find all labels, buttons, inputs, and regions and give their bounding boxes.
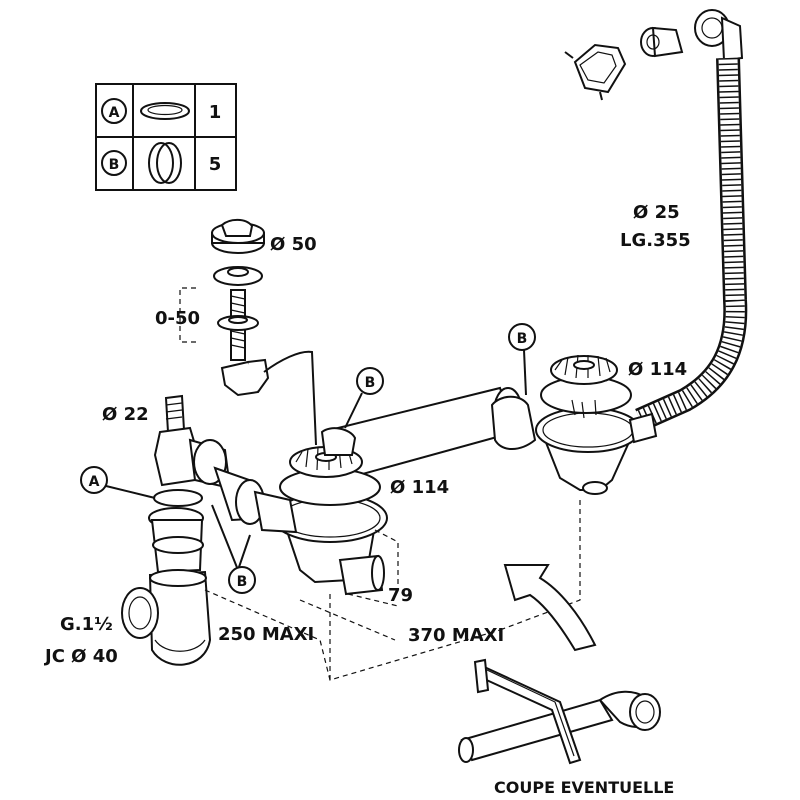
callout-a-trap[interactable]: A	[80, 466, 156, 499]
flat-washer-icon	[140, 102, 190, 120]
legend-letter-circle-a	[101, 98, 127, 124]
hacksaw-icon	[473, 658, 582, 765]
left-strainer-basket	[272, 427, 388, 596]
legend-qty-a: 1	[209, 102, 222, 123]
right-strainer-diameter: Ø 114	[628, 359, 687, 380]
text-labels: Ø 50 0-50 Ø 22 Ø 114 Ø 114 Ø 25 LG.355 7…	[43, 202, 691, 797]
max-250-label: 250 MAXI	[218, 624, 314, 645]
waste-elbow-connector	[220, 358, 270, 397]
legend-letter-b: B	[109, 157, 120, 173]
callouts: B B B A	[80, 323, 536, 594]
overflow-cap-diameter: Ø 50	[270, 234, 317, 255]
legend-table: A 1 B 5	[95, 83, 237, 191]
overflow-nut	[640, 26, 684, 58]
side-inlet-and-trap	[121, 394, 298, 666]
trap-thread-label: G.1½	[60, 614, 113, 635]
height-79-label: 79	[388, 585, 413, 606]
height-dimension-bracket	[374, 529, 399, 590]
hose-diameter: Ø 25	[633, 202, 680, 223]
side-inlet-spigot	[164, 394, 186, 434]
callout-b-trap-label: B	[237, 574, 248, 590]
overflow-head	[694, 9, 744, 62]
callout-a-trap-label: A	[89, 474, 100, 490]
right-strainer-basket	[490, 354, 658, 495]
left-strainer-diameter: Ø 114	[390, 477, 449, 498]
cut-direction-arrow	[503, 564, 597, 652]
dimension-lines	[204, 500, 581, 681]
waste-cable	[263, 350, 317, 446]
waste-knob	[211, 218, 265, 254]
waste-threaded-stem	[217, 289, 259, 361]
callout-b-right-strainer[interactable]: B	[508, 323, 536, 396]
trap-body	[121, 489, 212, 666]
callout-b-trap[interactable]: B	[211, 504, 256, 594]
legend-qty-b: 5	[209, 154, 222, 175]
callout-b-left-strainer-label: B	[365, 375, 376, 391]
pipe-cut-detail	[458, 658, 661, 765]
cut-note-label: COUPE EVENTUELLE	[494, 778, 674, 797]
waste-flange	[213, 266, 263, 286]
legend-letter-a: A	[109, 105, 120, 121]
legend-letter-circle-b	[101, 150, 127, 176]
max-370-label: 370 MAXI	[408, 625, 504, 646]
trap-outlet-label: JC Ø 40	[43, 646, 118, 667]
overflow-top-fittings	[564, 9, 744, 101]
cone-seal-icon	[148, 142, 182, 184]
thickness-range-label: 0-50	[155, 308, 200, 329]
hose-length: LG.355	[620, 230, 691, 251]
callout-b-left-strainer[interactable]: B	[344, 367, 384, 429]
overflow-hose	[635, 57, 748, 431]
side-inlet-diameter: Ø 22	[102, 404, 149, 425]
overflow-clip	[564, 43, 627, 101]
dimension-370-line	[499, 500, 581, 631]
overflow-waste-assembly	[179, 218, 317, 446]
callout-b-right-strainer-label: B	[517, 331, 528, 347]
